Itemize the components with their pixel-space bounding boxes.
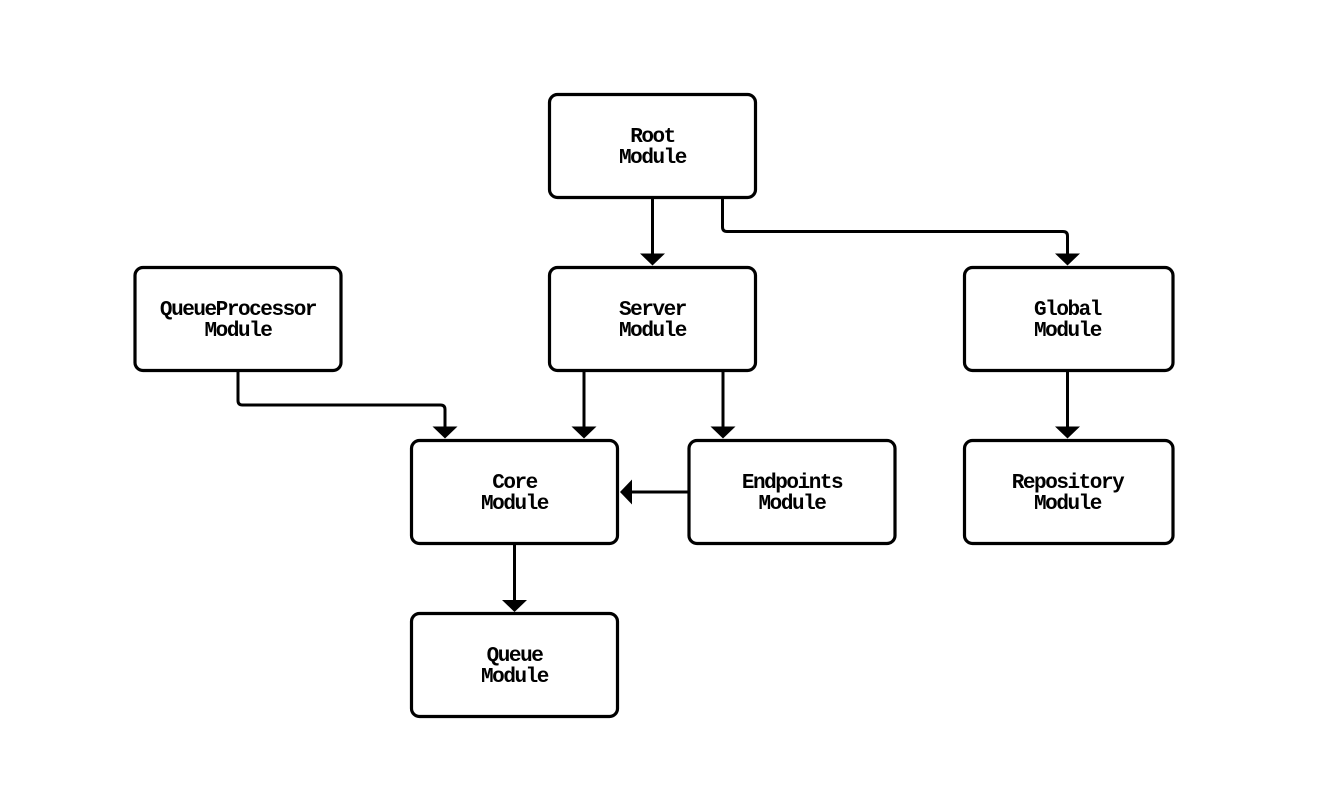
svg-text:EndpointsModule: EndpointsModule — [742, 472, 843, 516]
svg-text:QueueProcessorModule: QueueProcessorModule — [160, 299, 317, 343]
svg-text:ServerModule: ServerModule — [619, 299, 687, 343]
svg-text:CoreModule: CoreModule — [481, 472, 549, 516]
svg-text:RootModule: RootModule — [619, 126, 687, 170]
svg-text:QueueModule: QueueModule — [481, 645, 549, 689]
svg-text:GlobalModule: GlobalModule — [1034, 299, 1102, 343]
svg-text:RepositoryModule: RepositoryModule — [1012, 472, 1125, 516]
